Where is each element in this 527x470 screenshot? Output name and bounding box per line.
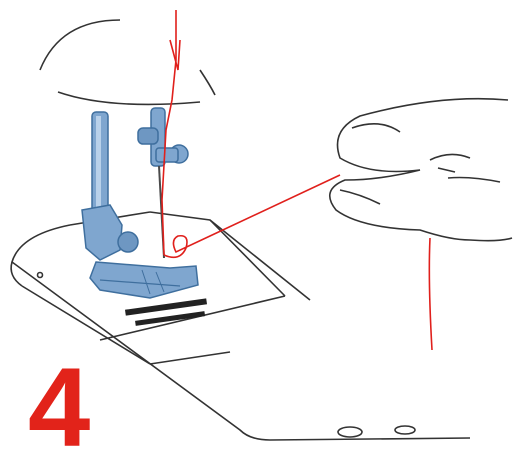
step-number: 4 [28, 352, 88, 464]
hand-icon [330, 99, 512, 241]
machine-arm [40, 20, 215, 104]
needle-bar [138, 108, 188, 166]
presser-foot-icon [82, 205, 198, 298]
